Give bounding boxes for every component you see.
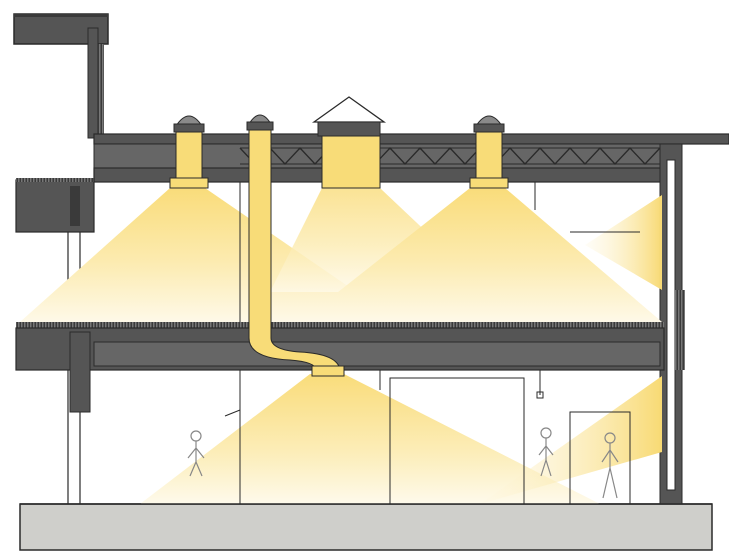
ground-slab	[19, 503, 713, 551]
upper-interior-lines	[239, 182, 640, 322]
skylight-tube-right	[469, 131, 509, 189]
left-window-frame-upper	[15, 179, 95, 233]
lower-light-cones	[140, 374, 662, 504]
roof-monitor-skylight	[311, 96, 387, 189]
tubular-skylight-dome-icon	[173, 114, 505, 133]
middle-floor-slab	[15, 322, 665, 413]
skylight-tube-left	[169, 131, 209, 189]
right-wall	[659, 143, 685, 505]
person-silhouette-icon	[187, 427, 619, 499]
parapet-chimney	[13, 13, 109, 139]
upper-light-cones	[20, 188, 662, 322]
